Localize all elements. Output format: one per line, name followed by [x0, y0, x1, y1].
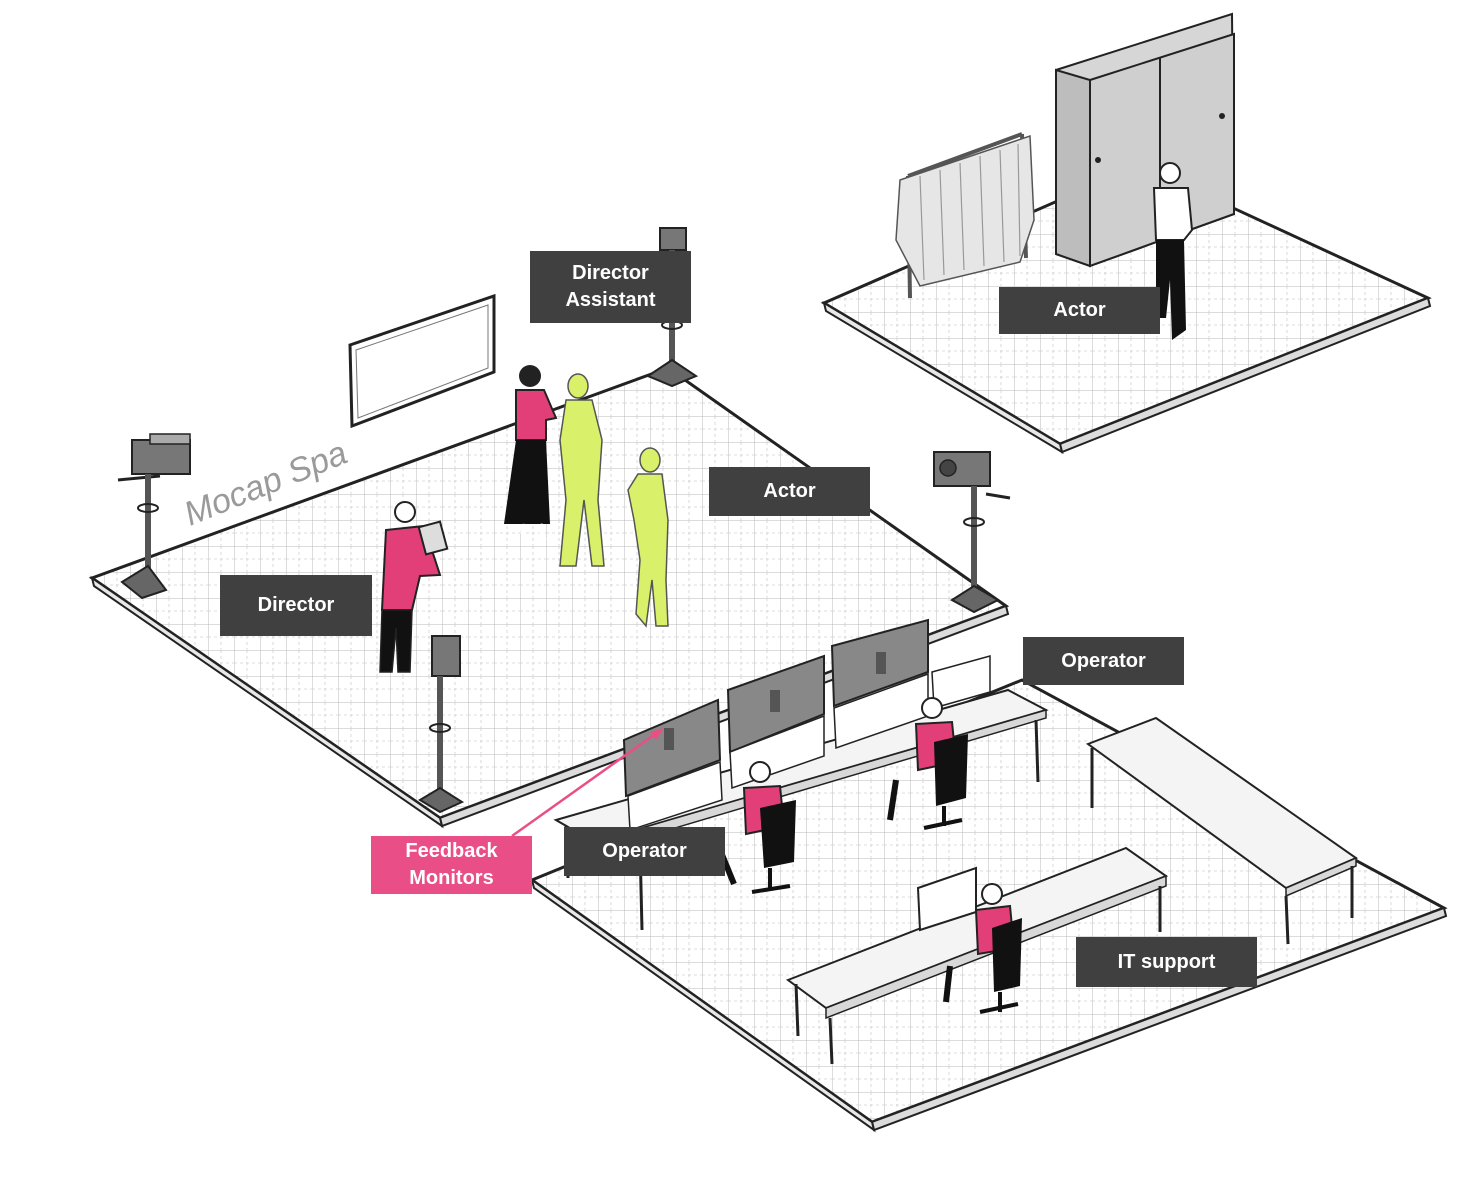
camera-tripod-left [117, 433, 191, 600]
label-operator-top: Operator [1023, 637, 1184, 685]
label-actor-wardrobe: Actor [999, 287, 1160, 334]
director-assistant-figure [504, 365, 558, 546]
camera-tripod-front [418, 635, 465, 814]
label-operator-left: Operator [564, 827, 725, 876]
label-actor-mocap: Actor [709, 467, 870, 516]
mocap-actor-1 [559, 373, 605, 567]
feedback-arrow [511, 728, 664, 838]
wardrobe-actor-figure [1152, 162, 1194, 340]
label-director: Director [220, 575, 372, 636]
label-feedback-monitors: Feedback Monitors [371, 836, 532, 894]
mocap-actor-2 [627, 447, 669, 628]
clothes-rack [895, 132, 1035, 299]
director-figure [379, 501, 449, 673]
camera-tripod-right [933, 451, 1011, 614]
label-it-support: IT support [1076, 937, 1257, 987]
operator-right-figure [887, 697, 968, 830]
it-support-figure [943, 883, 1022, 1014]
long-table [1085, 716, 1359, 945]
wall-screen [348, 293, 496, 429]
label-director-assistant: Director Assistant [530, 251, 691, 323]
